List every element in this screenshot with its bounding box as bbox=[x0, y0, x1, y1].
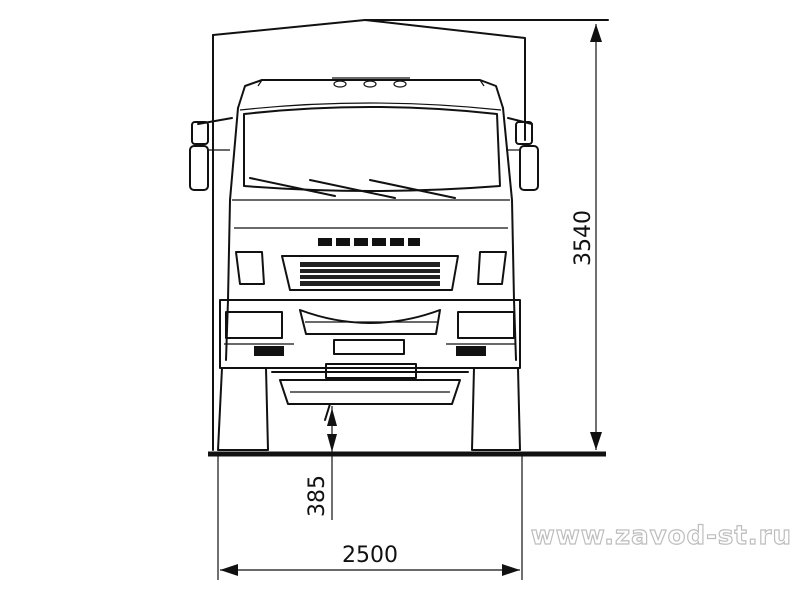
windshield bbox=[243, 106, 501, 192]
headlight-left bbox=[235, 251, 265, 285]
radiator-grille bbox=[281, 255, 459, 291]
wheels bbox=[217, 367, 521, 451]
kamaz-logo bbox=[318, 238, 420, 246]
cargo-awning-outline bbox=[212, 19, 609, 451]
fog-light-left bbox=[225, 311, 283, 339]
height-dimension: 3540 bbox=[571, 19, 606, 450]
watermark-text: www.zavod-st.ru bbox=[531, 521, 792, 551]
width-dimension-label: 2500 bbox=[342, 543, 398, 568]
front-bumper bbox=[219, 299, 521, 369]
wheel-left bbox=[217, 367, 269, 451]
undercarriage bbox=[271, 363, 469, 421]
windshield-wipers bbox=[249, 177, 456, 199]
width-dimension: 2500 bbox=[217, 454, 523, 580]
mirror-right bbox=[506, 117, 539, 191]
ground-clearance-dimension: 385 bbox=[305, 406, 337, 520]
cab bbox=[189, 77, 539, 369]
ground-clearance-label: 385 bbox=[305, 475, 330, 517]
wheel-right bbox=[471, 367, 521, 451]
height-dimension-label: 3540 bbox=[571, 210, 596, 266]
roof-lamps bbox=[332, 77, 410, 88]
truck-front-view bbox=[189, 19, 609, 457]
mirror-left bbox=[189, 117, 233, 191]
tow-plate bbox=[333, 339, 405, 355]
fog-light-right bbox=[457, 311, 515, 339]
headlight-right bbox=[477, 251, 507, 285]
